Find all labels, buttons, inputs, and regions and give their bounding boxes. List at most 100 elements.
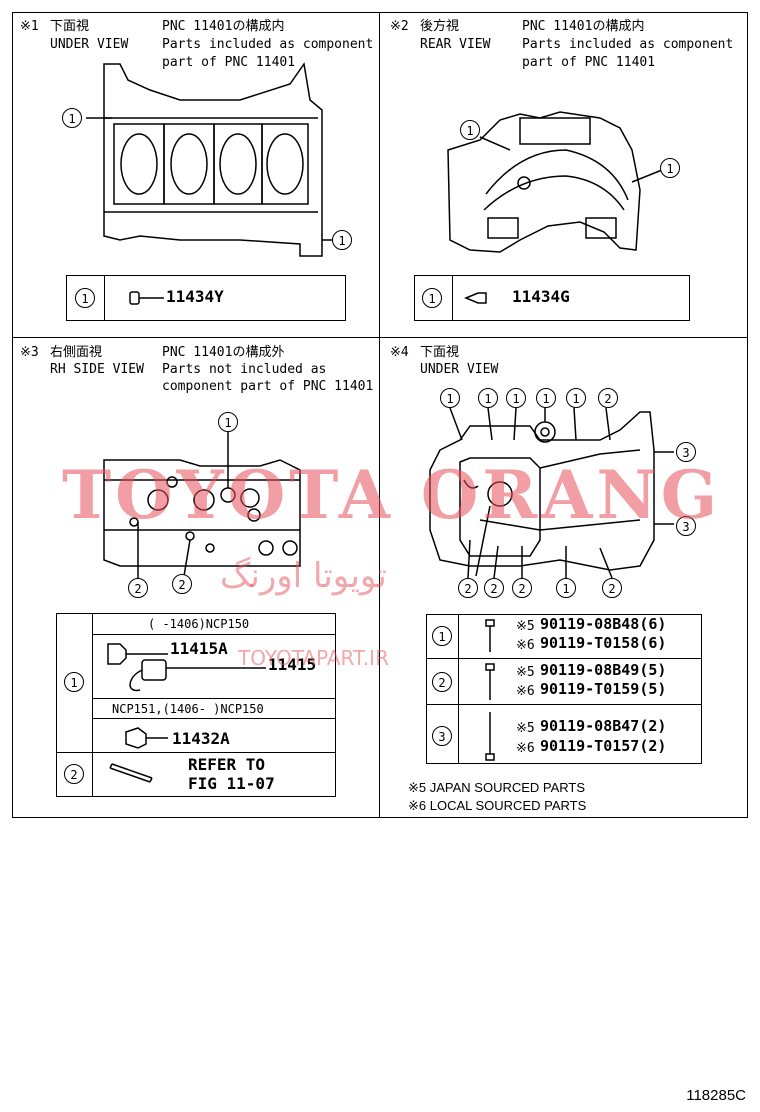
q1-note-1: PNC 11401の構成内 (162, 19, 285, 34)
q1-callout-1: 1 (62, 108, 82, 128)
q4-table-rule-2 (426, 704, 702, 705)
q4-parts-table (426, 614, 702, 764)
q2-note-3: part of PNC 11401 (522, 55, 656, 70)
q3-table-rule-1 (92, 634, 336, 635)
vertical-divider (379, 12, 380, 818)
q1-mark: ※1 (20, 19, 39, 34)
q3-refer-1: REFER TO (188, 755, 266, 774)
q4-note-japan: ※5 JAPAN SOURCED PARTS (408, 780, 586, 795)
q2-table-divider (452, 275, 453, 321)
q3-table-ref-1: 1 (64, 672, 84, 692)
q1-table-divider (104, 275, 105, 321)
q3-refer-2: FIG 11-07 (188, 774, 275, 793)
q4-callout-2a: 2 (598, 388, 618, 408)
q2-callout-1b: 1 (660, 158, 680, 178)
q4-callout-3a: 3 (676, 442, 696, 462)
q4-callout-2b: 2 (458, 578, 478, 598)
q2-parts-table (414, 275, 690, 321)
q1-title-en: UNDER VIEW (50, 37, 129, 52)
q2-part-number: 11434G (512, 287, 570, 306)
q3-title-jp: 右側面視 (50, 345, 103, 360)
q3-note-2: Parts not included as (162, 362, 327, 377)
q3-part-c: 11432A (172, 729, 230, 748)
watermark-site: TOYOTAPART.IR (238, 646, 389, 670)
q4-row1-part-2: 90119-T0158(6) (540, 634, 667, 652)
q2-callout-1: 1 (460, 120, 480, 140)
q2-table-ref: 1 (422, 288, 442, 308)
q1-title-jp: 下面視 (50, 19, 90, 34)
q4-table-ref-1: 1 (432, 626, 452, 646)
watermark-persian: تویوتا اورنگ (220, 556, 387, 596)
q4-table-rule-1 (426, 658, 702, 659)
q3-row1-header-2: NCP151,(1406- )NCP150 (112, 702, 264, 716)
q4-callout-3b: 3 (676, 516, 696, 536)
q4-note-local: ※6 LOCAL SOURCED PARTS (408, 798, 587, 813)
q1-parts-table (66, 275, 346, 321)
q4-row3-mark-1: ※5 (516, 721, 535, 736)
q3-title-en: RH SIDE VIEW (50, 362, 144, 377)
q3-note-3: component part of PNC 11401 (162, 379, 374, 394)
q4-callout-1e: 1 (566, 388, 586, 408)
q3-table-rule-3 (92, 718, 336, 719)
q3-parts-table (56, 613, 336, 797)
q3-table-rule-2 (92, 698, 336, 699)
q3-callout-2b: 2 (172, 574, 192, 594)
q3-table-rule-4 (56, 752, 336, 753)
q2-note-2: Parts included as component (522, 37, 734, 52)
q3-callout-1: 1 (218, 412, 238, 432)
q4-table-ref-2: 2 (432, 672, 452, 692)
q1-note-3: part of PNC 11401 (162, 55, 296, 70)
q4-title-en: UNDER VIEW (420, 362, 499, 377)
q4-row2-part-2: 90119-T0159(5) (540, 680, 667, 698)
q4-callout-1c: 1 (506, 388, 526, 408)
q4-title-jp: 下面視 (420, 345, 460, 360)
q2-mark: ※2 (390, 19, 409, 34)
q4-row2-mark-1: ※5 (516, 665, 535, 680)
q2-title-en: REAR VIEW (420, 37, 491, 52)
q4-row1-mark-2: ※6 (516, 638, 535, 653)
diagram-frame (12, 12, 748, 818)
q3-row1-header: ( -1406)NCP150 (148, 617, 250, 631)
q1-note-2: Parts included as component (162, 37, 374, 52)
q4-callout-2d: 2 (512, 578, 532, 598)
q3-table-col-divider (92, 613, 93, 797)
q4-row3-mark-2: ※6 (516, 741, 535, 756)
q1-table-ref: 1 (75, 288, 95, 308)
q4-row3-part-1: 90119-08B47(2) (540, 717, 667, 735)
horizontal-divider (12, 337, 748, 338)
q4-callout-1f: 1 (556, 578, 576, 598)
q3-part-b: 11415 (268, 655, 317, 674)
q4-row2-mark-2: ※6 (516, 684, 535, 699)
q4-mark: ※4 (390, 345, 409, 360)
q4-row1-mark-1: ※5 (516, 619, 535, 634)
q4-callout-2e: 2 (602, 578, 622, 598)
q4-row2-part-1: 90119-08B49(5) (540, 661, 667, 679)
q3-note-1: PNC 11401の構成外 (162, 345, 285, 360)
q3-part-a: 11415A (170, 639, 228, 658)
q1-part-number: 11434Y (166, 287, 224, 306)
q3-table-ref-2: 2 (64, 764, 84, 784)
q2-title-jp: 後方視 (420, 19, 460, 34)
watermark-main: TOYOTA ORANG (62, 456, 722, 534)
figure-number: 118285C (686, 1087, 746, 1104)
q4-callout-1d: 1 (536, 388, 556, 408)
q4-row1-part-1: 90119-08B48(6) (540, 615, 667, 633)
q4-table-ref-3: 3 (432, 726, 452, 746)
q3-callout-2a: 2 (128, 578, 148, 598)
q4-callout-2c: 2 (484, 578, 504, 598)
q4-row3-part-2: 90119-T0157(2) (540, 737, 667, 755)
q2-note-1: PNC 11401の構成内 (522, 19, 645, 34)
q1-callout-1b: 1 (332, 230, 352, 250)
q4-callout-1a: 1 (440, 388, 460, 408)
q3-mark: ※3 (20, 345, 39, 360)
